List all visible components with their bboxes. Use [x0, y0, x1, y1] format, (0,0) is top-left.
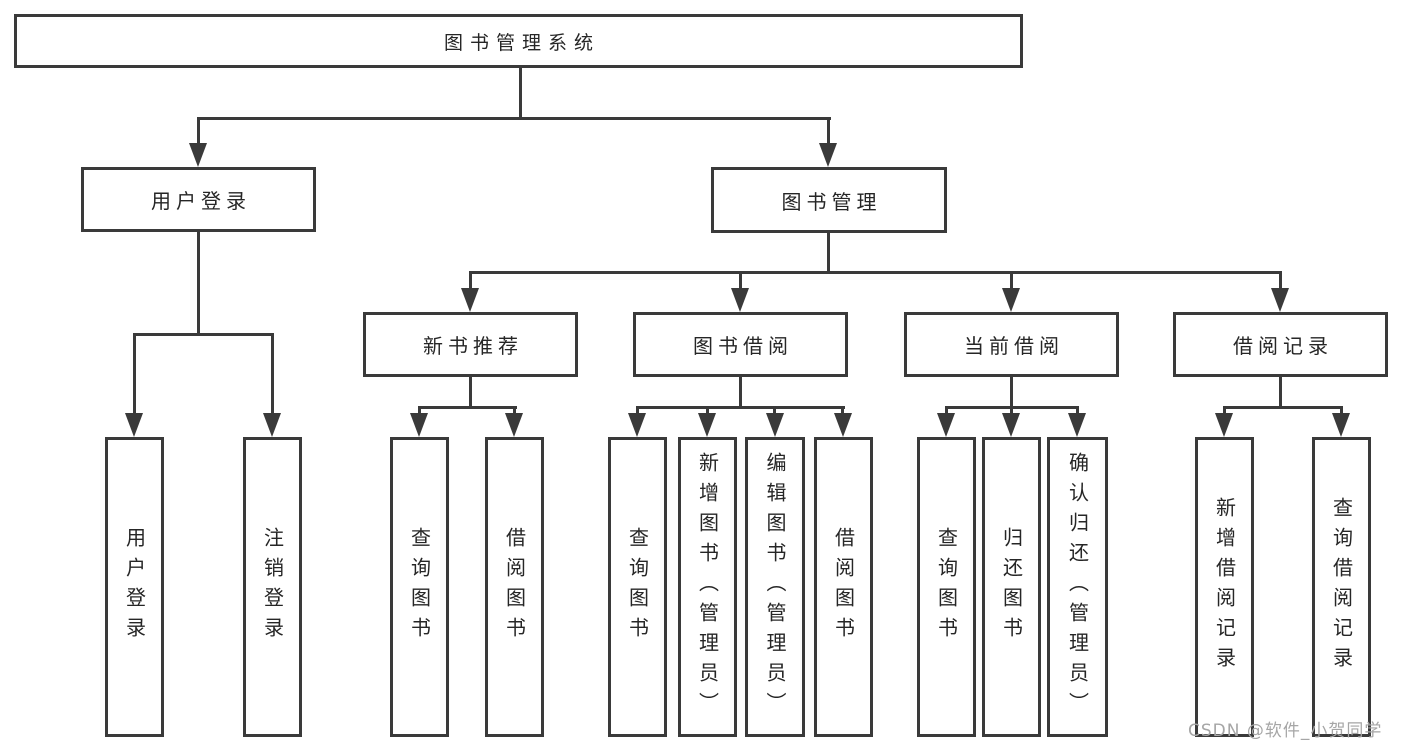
leaf-logout-box: 注销登录 [243, 437, 302, 737]
leaf-label: 确认归还（管理员） [1065, 452, 1090, 722]
leaf-query-books-2-box: 查询图书 [608, 437, 667, 737]
arrowhead-to-leaf-10 [1002, 413, 1020, 437]
connector-book-management-split [469, 271, 1282, 274]
leaf-label: 新增借阅记录 [1212, 497, 1237, 677]
connector-stem-current-borrowing [1010, 273, 1013, 290]
leaf-add-books-admin-box: 新增图书（管理员） [678, 437, 737, 737]
connector-stem-leaf-5 [636, 407, 639, 415]
connector-current-borrowing-stem [1010, 375, 1013, 408]
connector-stem-leaf-7 [773, 407, 776, 415]
node-book-borrowing-box: 图书借阅 [633, 312, 848, 377]
connector-stem-book-management [827, 119, 830, 145]
arrowhead-to-leaf-11 [1068, 413, 1086, 437]
connector-book-borrowing-split [636, 406, 845, 409]
connector-stem-leaf-12 [1223, 407, 1226, 415]
arrowhead-to-current-borrowing [1002, 288, 1020, 312]
csdn-watermark: CSDN @软件_小贺同学 [1188, 721, 1383, 741]
connector-stem-leaf-10 [1010, 407, 1013, 415]
leaf-label: 查询图书 [625, 527, 650, 647]
leaf-label: 借阅图书 [502, 527, 527, 647]
leaf-confirm-return-admin-box: 确认归还（管理员） [1047, 437, 1108, 737]
leaf-query-books-1-box: 查询图书 [390, 437, 449, 737]
connector-root-split [197, 117, 831, 120]
arrowhead-to-leaf-12 [1215, 413, 1233, 437]
node-new-books-label: 新书推荐 [423, 334, 523, 358]
arrowhead-to-leaf-4 [505, 413, 523, 437]
arrowhead-to-book-management [819, 143, 837, 167]
node-borrowing-records-box: 借阅记录 [1173, 312, 1388, 377]
node-user-login-label: 用户登录 [151, 189, 251, 213]
connector-new-books-stem [469, 375, 472, 408]
arrowhead-to-leaf-6 [698, 413, 716, 437]
node-new-books-box: 新书推荐 [363, 312, 578, 377]
connector-stem-leaf-3 [418, 407, 421, 415]
connector-stem-borrowing-records [1279, 273, 1282, 290]
leaf-borrow-books-1-box: 借阅图书 [485, 437, 544, 737]
node-borrowing-records-label: 借阅记录 [1233, 334, 1333, 358]
arrowhead-to-leaf-3 [410, 413, 428, 437]
node-user-login-box: 用户登录 [81, 167, 316, 232]
connector-book-borrowing-stem [739, 375, 742, 408]
leaf-label: 借阅图书 [831, 527, 856, 647]
root-node-label: 图书管理系统 [443, 31, 600, 54]
arrowhead-to-book-borrowing [731, 288, 749, 312]
connector-stem-user-login [197, 119, 200, 145]
connector-root-stem [519, 67, 522, 119]
leaf-label: 查询图书 [934, 527, 959, 647]
connector-stem-leaf-13 [1340, 407, 1343, 415]
node-current-borrowing-box: 当前借阅 [904, 312, 1119, 377]
connector-borrowing-records-stem [1279, 375, 1282, 408]
leaf-return-books-box: 归还图书 [982, 437, 1041, 737]
node-book-management-label: 图书管理 [781, 189, 882, 214]
arrowhead-to-user-login [189, 143, 207, 167]
connector-stem-leaf-2 [271, 335, 274, 415]
connector-stem-leaf-8 [841, 407, 844, 415]
connector-user-login-stem [197, 231, 200, 336]
connector-stem-leaf-4 [513, 407, 516, 415]
connector-stem-leaf-9 [945, 407, 948, 415]
connector-stem-new-books [469, 273, 472, 290]
arrowhead-to-borrowing-records [1271, 288, 1289, 312]
arrowhead-to-leaf-5 [628, 413, 646, 437]
leaf-user-login-box: 用户登录 [105, 437, 164, 737]
connector-borrowing-records-split [1223, 406, 1343, 409]
arrowhead-to-leaf-9 [937, 413, 955, 437]
node-current-borrowing-label: 当前借阅 [964, 334, 1064, 358]
connector-stem-leaf-6 [706, 407, 709, 415]
arrowhead-to-leaf-8 [834, 413, 852, 437]
arrowhead-to-leaf-7 [766, 413, 784, 437]
leaf-borrow-books-2-box: 借阅图书 [814, 437, 873, 737]
leaf-label: 用户登录 [122, 527, 147, 647]
leaf-query-borrow-record-box: 查询借阅记录 [1312, 437, 1371, 737]
arrowhead-to-leaf-2 [263, 413, 281, 437]
connector-stem-book-borrowing [739, 273, 742, 290]
leaf-add-borrow-record-box: 新增借阅记录 [1195, 437, 1254, 737]
node-book-management-box: 图书管理 [711, 167, 947, 233]
leaf-query-books-3-box: 查询图书 [917, 437, 976, 737]
leaf-label: 新增图书（管理员） [695, 452, 720, 722]
arrowhead-to-new-books [461, 288, 479, 312]
connector-stem-leaf-11 [1076, 407, 1079, 415]
leaf-label: 查询图书 [407, 527, 432, 647]
connector-user-login-split [133, 333, 274, 336]
arrowhead-to-leaf-13 [1332, 413, 1350, 437]
connector-new-books-split [418, 406, 517, 409]
root-node-box: 图书管理系统 [14, 14, 1023, 68]
connector-book-management-stem [827, 231, 830, 274]
leaf-label: 编辑图书（管理员） [763, 452, 787, 722]
connector-stem-leaf-1 [133, 335, 136, 415]
leaf-edit-books-admin-box: 编辑图书（管理员） [745, 437, 805, 737]
node-book-borrowing-label: 图书借阅 [693, 334, 793, 358]
leaf-label: 注销登录 [260, 527, 285, 647]
arrowhead-to-leaf-1 [125, 413, 143, 437]
leaf-label: 查询借阅记录 [1329, 497, 1354, 677]
leaf-label: 归还图书 [999, 527, 1024, 647]
